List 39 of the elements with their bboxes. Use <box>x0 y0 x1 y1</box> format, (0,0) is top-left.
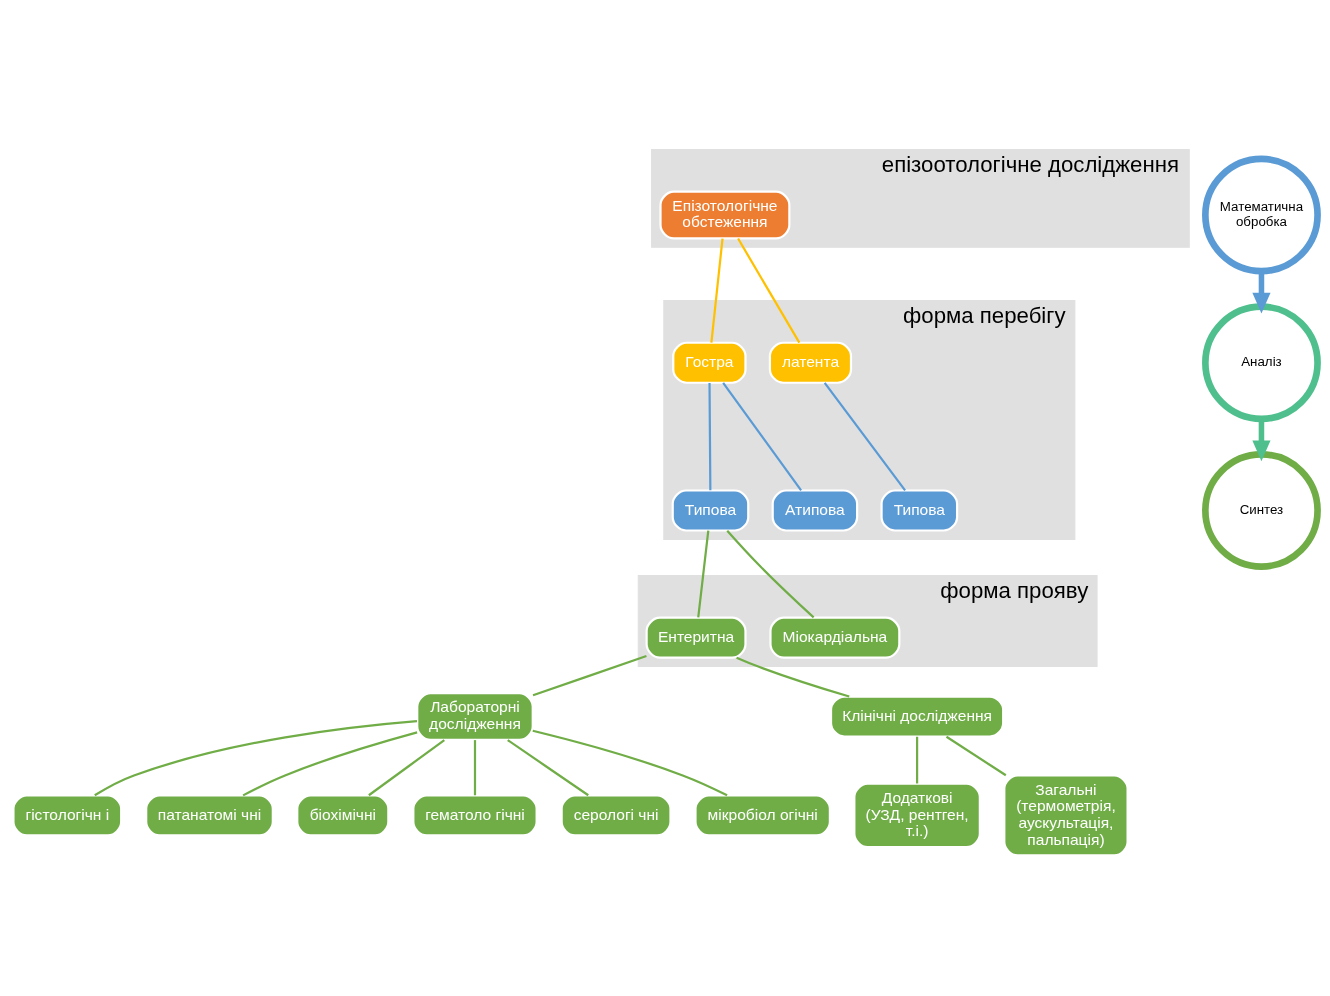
node-box: Клінічні дослідження <box>829 695 1004 738</box>
node-box: Міокардіальна <box>768 616 900 659</box>
connector <box>735 656 850 698</box>
node-box: Атипова <box>771 489 858 532</box>
node-box: біохімічні <box>295 794 389 837</box>
node-circle: Синтез <box>1201 451 1321 570</box>
connector <box>707 382 711 491</box>
connector <box>721 382 802 491</box>
node-box: Лабораторні дослідження <box>415 692 534 741</box>
node-box: Типова <box>671 489 749 532</box>
connector <box>367 739 445 797</box>
connector <box>506 739 589 797</box>
connector <box>709 238 724 343</box>
node-box: Типова <box>879 489 958 532</box>
connector <box>532 654 647 697</box>
connector <box>736 237 800 344</box>
arrow <box>1251 271 1271 314</box>
node-box: патанатомі чні <box>144 794 274 837</box>
connector <box>823 382 906 492</box>
connector <box>242 731 417 797</box>
node-box: Ентеритна <box>645 616 747 659</box>
node-box: латента <box>768 341 852 384</box>
node-box: Додаткові (УЗД, рентген, т.і.) <box>852 782 981 849</box>
connector <box>725 530 814 619</box>
node-box: гематоло гічні <box>411 794 538 837</box>
node-box: мікробіол огічні <box>693 794 831 837</box>
connector <box>915 736 918 784</box>
connector <box>696 530 709 618</box>
node-box: Гостра <box>671 341 747 384</box>
connector <box>473 740 476 796</box>
node-box: гістологічн і <box>11 794 122 837</box>
node-circle: Аналіз <box>1201 303 1321 423</box>
node-box: Загальні (термометрія, аускультація, пальпація) <box>1002 774 1129 857</box>
node-circle: Математична обробка <box>1201 155 1321 275</box>
node-box: серологі чні <box>560 794 672 837</box>
connector <box>93 720 417 797</box>
connector <box>945 735 1006 777</box>
node-box: Епізотологічне обстеження <box>658 190 790 240</box>
connector <box>532 729 728 797</box>
